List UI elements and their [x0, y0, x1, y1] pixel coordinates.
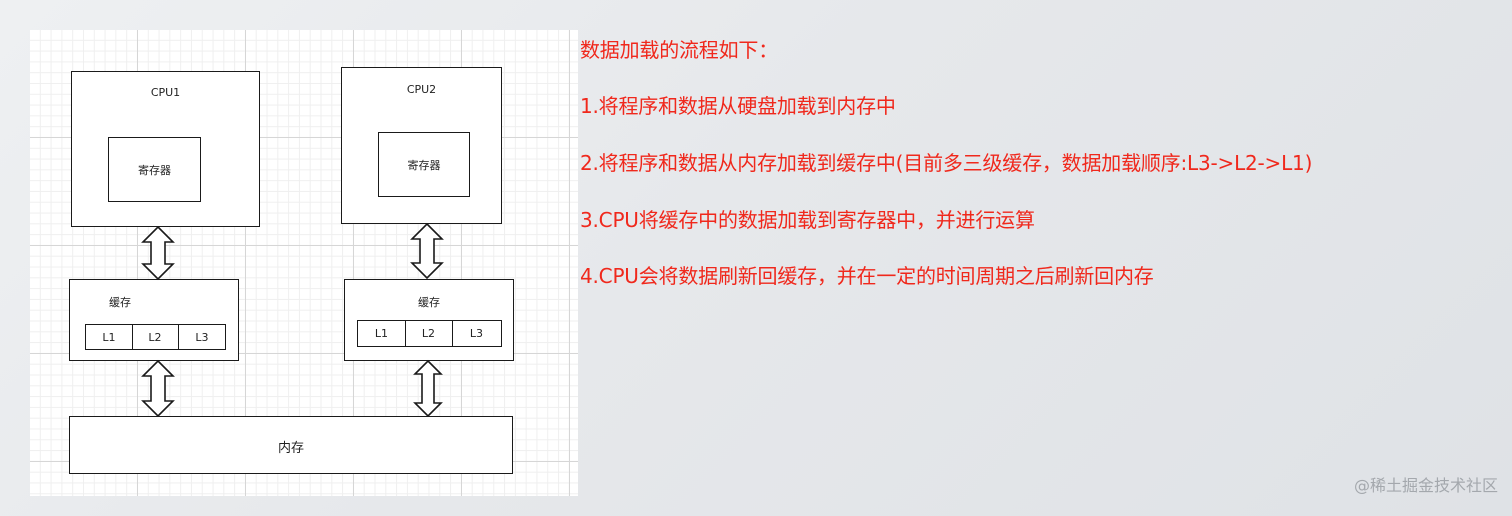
memory-box: 内存: [69, 416, 513, 474]
cpu2-register-label: 寄存器: [407, 159, 441, 172]
cache2-levels-row: L1 L2 L3: [357, 320, 502, 347]
cpu1-register-box: 寄存器: [108, 137, 201, 202]
cache1-l1-cell: L1: [86, 325, 133, 349]
cache1-l3-cell: L3: [195, 330, 209, 344]
cache1-box: 缓存 L1 L2 L3: [69, 279, 239, 361]
steps-heading: 数据加载的流程如下：: [580, 38, 778, 62]
step-4: 4.CPU会将数据刷新回缓存，并在一定的时间周期之后刷新回内存: [580, 264, 1154, 288]
cache1-title: 缓存: [109, 296, 131, 309]
arrow-cpu1-cache1: [141, 225, 175, 281]
cpu2-box: CPU2 寄存器: [341, 67, 502, 224]
arrow-cpu2-cache2: [410, 222, 444, 280]
cache2-l2-cell: L2: [405, 321, 453, 346]
step-2: 2.将程序和数据从内存加载到缓存中(目前多三级缓存，数据加载顺序:L3->L2-…: [580, 151, 1313, 175]
cpu1-title: CPU1: [150, 86, 181, 99]
cache1-levels-row: L1 L2 L3: [85, 324, 226, 350]
arrow-cache2-memory: [413, 359, 443, 418]
cache2-box: 缓存 L1 L2 L3: [344, 279, 514, 361]
diagram-canvas: CPU1 寄存器 CPU2 寄存器 缓存 L1 L2 L3 缓存 L1 L2 L…: [30, 30, 578, 496]
cpu2-title: CPU2: [406, 83, 437, 96]
cpu1-register-label: 寄存器: [138, 164, 171, 177]
cache2-l3-cell: L3: [469, 327, 484, 340]
cpu1-box: CPU1 寄存器: [71, 71, 260, 227]
cache2-title: 缓存: [418, 296, 440, 309]
step-1: 1.将程序和数据从硬盘加载到内存中: [580, 94, 896, 118]
memory-label: 内存: [277, 441, 304, 456]
step-3: 3.CPU将缓存中的数据加载到寄存器中，并进行运算: [580, 208, 1035, 232]
cache2-l1-cell: L1: [358, 321, 406, 346]
cache1-l2-cell: L2: [132, 325, 179, 349]
cpu2-register-box: 寄存器: [378, 132, 470, 197]
arrow-cache1-memory: [141, 359, 175, 418]
watermark: @稀土掘金技术社区: [1353, 476, 1498, 495]
